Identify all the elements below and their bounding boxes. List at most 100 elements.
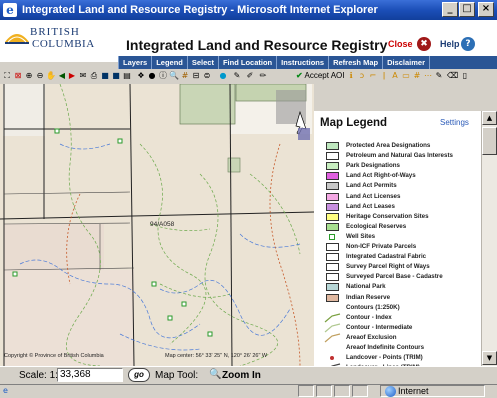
area-tool-icon[interactable]: ▭	[402, 71, 410, 80]
legend-panel	[314, 111, 481, 366]
window-title: Integrated Land and Resource Registry - …	[22, 4, 378, 16]
line-tool-icon[interactable]: ↄ	[359, 71, 365, 80]
legend-item: Ecological Reserves	[320, 222, 480, 232]
legend-item: Surveyed Parcel Base - Cadastre	[320, 272, 480, 282]
security-zone-text: Internet	[398, 386, 429, 396]
legend-item-label: Integrated Cadastral Fabric	[346, 253, 427, 261]
zoom-box-icon[interactable]: ⊠	[14, 71, 22, 80]
close-link[interactable]: Close	[388, 39, 413, 49]
maximize-button[interactable]: □	[459, 2, 475, 17]
internet-globe-icon	[385, 386, 396, 397]
legend-item: Land Act Licenses	[320, 192, 480, 202]
legend-item: Land Act Permits	[320, 181, 480, 191]
marker-icon[interactable]: ●	[219, 71, 227, 80]
zoom-out-icon[interactable]: ⊖	[36, 71, 44, 80]
legend-item-label: National Park	[346, 283, 386, 291]
print-icon[interactable]: ⎙	[90, 71, 98, 80]
legend-item: National Park	[320, 282, 480, 292]
legend-line-icon	[324, 333, 341, 343]
help-question-icon[interactable]: ?	[461, 37, 475, 51]
legend-item: Well Sites	[320, 232, 480, 242]
save-as-icon[interactable]: ■	[112, 71, 120, 80]
measure-icon[interactable]: ✐	[246, 71, 254, 80]
legend-title: Map Legend	[320, 117, 388, 129]
map-canvas[interactable]: 94/A058	[0, 84, 314, 366]
menu-layers[interactable]: Layers	[118, 56, 153, 69]
security-zone-pane	[380, 385, 485, 397]
zoom-in-icon[interactable]: ⊕	[25, 71, 33, 80]
minimize-button[interactable]: _	[442, 2, 458, 17]
erase-icon[interactable]: ✏	[259, 71, 267, 80]
draw-icon[interactable]: ✎	[233, 71, 241, 80]
legend-item: Areaof Exclusion	[320, 333, 480, 343]
legend-swatch	[326, 182, 339, 191]
hash-tool-icon[interactable]: #	[413, 71, 421, 80]
map-grid-label: 94/A058	[150, 221, 175, 228]
layers-icon[interactable]: ❖	[137, 71, 145, 80]
help-link[interactable]: Help	[440, 39, 460, 49]
legend-swatch	[326, 202, 339, 211]
dot-tool-icon[interactable]: ⋯	[424, 71, 432, 80]
menu-select[interactable]: Select	[188, 56, 219, 69]
legend-item: Non-ICF Private Parcels	[320, 242, 480, 252]
select-area-icon[interactable]: ⊟	[192, 71, 200, 80]
point-tool-icon[interactable]: ǀ	[382, 71, 386, 80]
label-tool-icon[interactable]: ℹ	[349, 71, 353, 80]
legend-swatch	[326, 293, 339, 302]
back-arrow-icon[interactable]: ◀	[58, 71, 66, 80]
checkmark-icon: ✔	[296, 71, 303, 80]
clear-tool-icon[interactable]: ⌫	[447, 71, 459, 80]
bc-logo[interactable]: BRITISH COLUMBIA	[2, 22, 117, 60]
legend-item-label: Indian Reserve	[346, 293, 391, 301]
accept-aoi-button[interactable]: ✔ Accept AOI	[296, 71, 345, 81]
menu-legend[interactable]: Legend	[152, 56, 188, 69]
report-icon[interactable]: ▤	[123, 71, 131, 80]
ie-logo-icon: e	[3, 3, 17, 17]
full-extent-icon[interactable]: ⛶	[4, 71, 10, 80]
legend-scrollbar[interactable]: ▲ ▼	[481, 111, 497, 366]
info-icon[interactable]: ●	[148, 71, 156, 80]
status-pane	[334, 385, 350, 397]
polyline-tool-icon[interactable]: ⌐	[369, 71, 377, 80]
search-icon[interactable]: 🔍	[169, 71, 179, 80]
legend-swatch	[326, 243, 339, 251]
legend-well-icon	[329, 233, 335, 240]
app-header	[0, 20, 497, 62]
go-button[interactable]: go	[128, 368, 150, 382]
close-x-icon[interactable]: ✖	[417, 37, 431, 51]
window-close-button[interactable]: ×	[478, 2, 494, 17]
pan-hand-icon[interactable]: ✋	[46, 71, 56, 80]
menu-instructions[interactable]: Instructions	[277, 56, 330, 69]
text-tool-icon[interactable]: A	[392, 71, 398, 80]
legend-item-label: Land Act Leases	[346, 202, 395, 210]
legend-swatch	[326, 253, 339, 262]
menu-refresh-map[interactable]: Refresh Map	[329, 56, 384, 69]
email-icon[interactable]: ✉	[79, 71, 87, 80]
legend-settings-link[interactable]: Settings	[440, 118, 469, 127]
legend-item-label: Land Act Licenses	[346, 192, 401, 200]
legend-item: Contour - Intermediate	[320, 323, 480, 333]
legend-item: Land Act Leases	[320, 202, 480, 212]
legend-item-label: Survey Parcel Right of Ways	[346, 263, 430, 271]
scale-bar	[0, 366, 497, 384]
legend-swatch	[326, 212, 339, 221]
menu-disclaimer[interactable]: Disclaimer	[383, 56, 431, 69]
pencil-tool-icon[interactable]: ✎	[435, 71, 443, 80]
map-tool-value: Zoom In	[222, 370, 261, 381]
scroll-down-icon[interactable]: ▼	[482, 351, 497, 365]
scale-input[interactable]: 33,368	[57, 368, 123, 382]
status-pane	[352, 385, 368, 397]
identify-icon[interactable]: ⓘ	[159, 71, 167, 80]
save-icon[interactable]: ■	[101, 71, 109, 80]
scroll-up-icon[interactable]: ▲	[482, 111, 497, 125]
buffer-icon[interactable]: ⊜	[203, 71, 211, 80]
legend-item-label: Contours (1:250K)	[346, 303, 400, 311]
grid-icon[interactable]: #	[181, 71, 189, 80]
menu-find-location[interactable]: Find Location	[219, 56, 278, 69]
menu-bar: Layers Legend Select Find Location Instr…	[118, 56, 497, 69]
scroll-thumb[interactable]	[482, 127, 497, 155]
legend-item: Petroleum and Natural Gas Interests	[320, 151, 480, 161]
document-tool-icon[interactable]: ▯	[462, 71, 468, 80]
forward-arrow-icon[interactable]: ▶	[68, 71, 76, 80]
legend-swatch	[326, 263, 339, 272]
